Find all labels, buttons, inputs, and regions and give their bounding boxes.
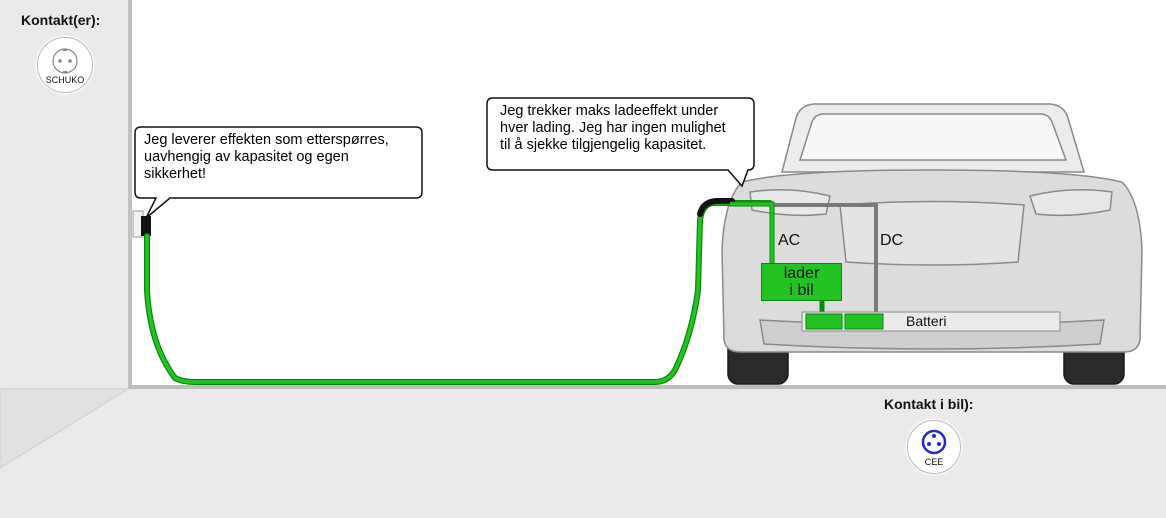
dc-line	[770, 203, 878, 314]
car-speech-bubble	[486, 97, 755, 188]
plug	[141, 216, 151, 236]
battery-label: Batteri	[906, 313, 947, 329]
battery-cell-1	[805, 313, 843, 330]
dc-label: DC	[880, 232, 904, 249]
wall-bubble-text: Jeg leverer effekten som etterspørres, u…	[144, 132, 389, 182]
cable-handle	[697, 198, 735, 217]
cee-caption: CEE	[924, 457, 944, 467]
battery-cell-2	[844, 313, 884, 330]
schuko-caption: SCHUKO	[45, 75, 85, 85]
floor-corner	[0, 388, 130, 469]
car-bubble-text: Jeg trekker maks ladeeffekt under hver l…	[500, 103, 726, 153]
car-socket-heading: Kontakt i bil):	[884, 396, 974, 412]
sockets-heading: Kontakt(er):	[21, 12, 101, 28]
onboard-charger: lader i bil	[761, 263, 842, 301]
cee-socket-icon: CEE	[907, 420, 961, 474]
charging-cable	[145, 201, 772, 384]
wall-speech-bubble	[134, 126, 423, 219]
floor	[0, 389, 1166, 518]
schuko-socket-icon: SCHUKO	[37, 37, 93, 93]
wall-edge	[128, 0, 132, 389]
ac-line	[730, 202, 774, 264]
ac-label: AC	[778, 232, 801, 249]
onboard-charger-label: lader i bil	[783, 265, 820, 299]
charging-cable-outline	[144, 200, 773, 385]
